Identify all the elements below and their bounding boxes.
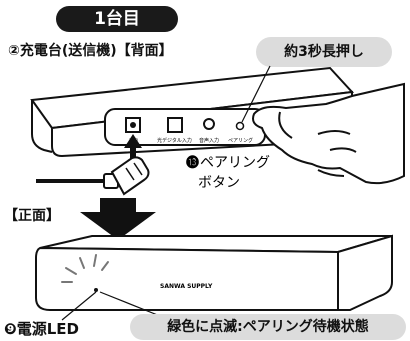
device-logo: SANWA SUPPLY [160,283,213,290]
button-marker-icon: ⓭ [186,155,199,171]
hand-icon [252,82,405,185]
audio-port [203,118,215,130]
port-label-audio: 音声入力 [199,137,219,144]
press-callout: 約3秒長押し [256,37,392,67]
front-section-label: 【正面】 [4,208,60,224]
optical-port [167,117,183,133]
back-section-label: ②充電台(送信機)【背面】 [8,43,173,59]
pairing-button-label-2: ボタン [198,175,240,191]
power-led [94,288,98,292]
pairing-button-label-1: ペアリング [200,155,270,171]
led-marker-icon: ❾ [4,320,17,338]
status-callout-text: 緑色に点滅:ペアリング待機状態 [167,319,369,335]
status-callout: 緑色に点滅:ペアリング待機状態 [130,314,406,340]
port-label-optical: 光デジタル入力 [157,137,192,144]
front-device: SANWA SUPPLY [35,234,393,311]
blink-rays-icon [61,254,109,283]
title-text: 1台目 [94,9,140,29]
dc-cable-plug [36,156,150,196]
led-label: ❾電源LED [4,318,79,339]
led-label-text: 電源LED [16,320,79,338]
port-label-pairing: ペアリング [228,137,253,144]
led-leader [61,291,97,321]
pairing-button [235,121,245,131]
title-badge: 1台目 [56,6,178,32]
insert-arrow-icon [124,134,142,164]
down-arrow-icon [80,198,156,240]
status-leader [99,291,161,317]
callout-leader [241,65,271,123]
press-callout-text: 約3秒長押し [284,44,364,60]
